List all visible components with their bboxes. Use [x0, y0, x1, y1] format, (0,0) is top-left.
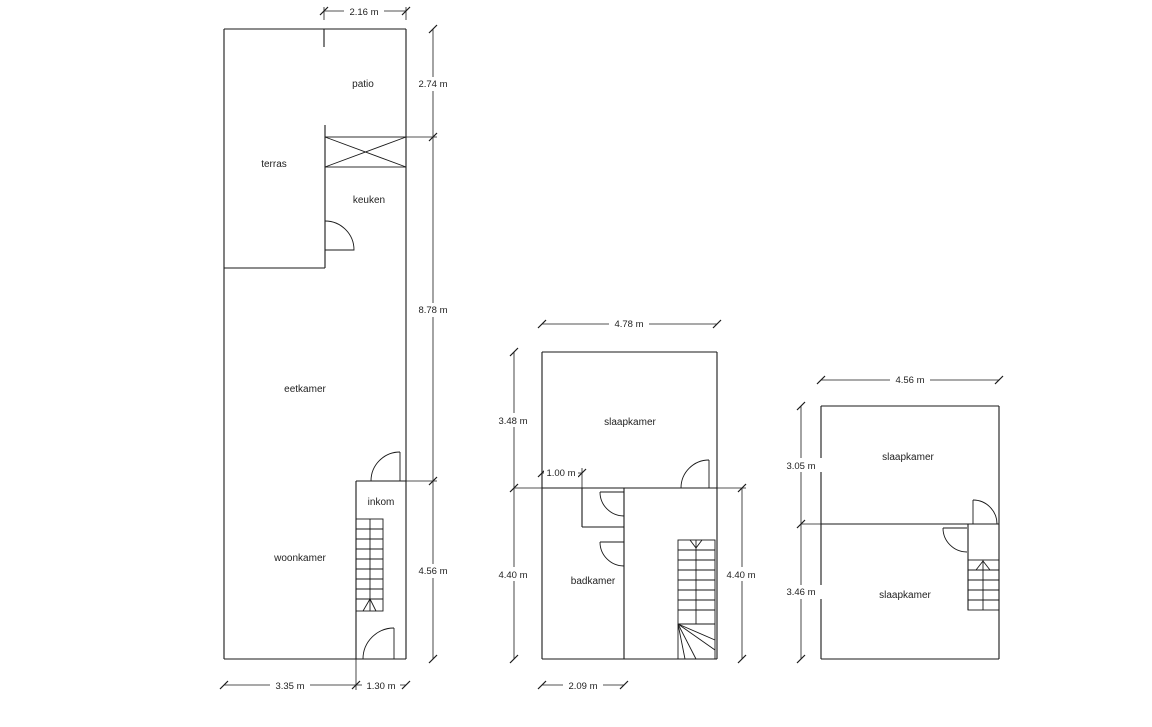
dimension-label-width-inkom: 1.30 m: [366, 681, 395, 692]
room-label-terras: terras: [261, 159, 287, 170]
dimension-second-top: 4.56 m: [816, 373, 1004, 387]
dimension-right-chain: 2.74 m 8.78 m 4.56 m: [406, 24, 454, 664]
door-slaapkamer-3: [972, 499, 998, 525]
room-label-patio: patio: [352, 79, 374, 90]
room-label-inkom: inkom: [368, 497, 395, 508]
door-inkom-top: [370, 451, 401, 482]
door-keuken: [324, 220, 355, 251]
door-front: [362, 627, 395, 660]
dimension-label-second-width: 4.56 m: [895, 375, 924, 386]
dimension-label-patio-depth: 2.74 m: [418, 79, 447, 90]
room-label-keuken: keuken: [353, 195, 385, 206]
first-floor-walls: [541, 351, 718, 660]
room-label-slaapkamer-2: slaapkamer: [882, 452, 934, 463]
door-slaapkamer-4: [942, 527, 968, 553]
dimension-label-top: 2.16 m: [349, 7, 378, 18]
room-label-slaapkamer-3: slaapkamer: [879, 590, 931, 601]
dimension-label-front-depth: 4.56 m: [418, 566, 447, 577]
room-label-woonkamer: woonkamer: [273, 553, 326, 564]
dimension-label-first-right-depth: 4.40 m: [726, 570, 755, 581]
plan-second-floor: slaapkamer slaapkamer 4.56 m 3.05 m 3.46…: [782, 373, 1004, 664]
room-label-slaapkamer-1: slaapkamer: [604, 417, 656, 428]
dimension-first-right: 4.40 m: [717, 483, 762, 664]
dimension-first-closet: 1.00 m: [537, 466, 587, 488]
dimension-label-first-width: 4.78 m: [614, 319, 643, 330]
dimension-label-middle-depth: 8.78 m: [418, 305, 447, 316]
dimension-label-first-closet: 1.00 m: [546, 468, 575, 479]
stairs-second: [967, 559, 1000, 611]
ground-floor-walls: [223, 28, 407, 660]
dimension-label-second-upper-depth: 3.05 m: [786, 461, 815, 472]
room-label-eetkamer: eetkamer: [284, 384, 326, 395]
door-badkamer: [599, 541, 625, 567]
plan-ground-floor: patio terras keuken eetkamer inkom woonk…: [219, 4, 454, 692]
dimension-first-bottom: 2.09 m: [537, 678, 629, 692]
door-closet: [599, 491, 625, 517]
stairs-ground: [355, 518, 384, 612]
dimension-label-first-left-depth: 4.40 m: [498, 570, 527, 581]
dimension-label-first-slaapkamer-depth: 3.48 m: [498, 416, 527, 427]
dimension-label-width-main: 3.35 m: [275, 681, 304, 692]
dimension-second-left: 3.05 m 3.46 m: [782, 401, 822, 664]
stairs-first: [677, 539, 716, 660]
dimension-bottom-chain: 3.35 m 1.30 m: [219, 659, 411, 692]
dimension-first-left: 3.48 m 4.40 m: [494, 347, 542, 664]
room-label-badkamer: badkamer: [571, 576, 616, 587]
second-floor-walls: [820, 405, 1000, 660]
door-slaapkamer-1: [680, 459, 710, 489]
dimension-first-top: 4.78 m: [537, 317, 722, 331]
dimension-label-first-badkamer-width: 2.09 m: [568, 681, 597, 692]
void-cross: [324, 136, 407, 168]
dimension-top: 2.16 m: [319, 4, 411, 20]
plan-first-floor: slaapkamer badkamer 4.78 m 3.48 m 4.40 m: [494, 317, 762, 692]
dimension-label-second-lower-depth: 3.46 m: [786, 587, 815, 598]
